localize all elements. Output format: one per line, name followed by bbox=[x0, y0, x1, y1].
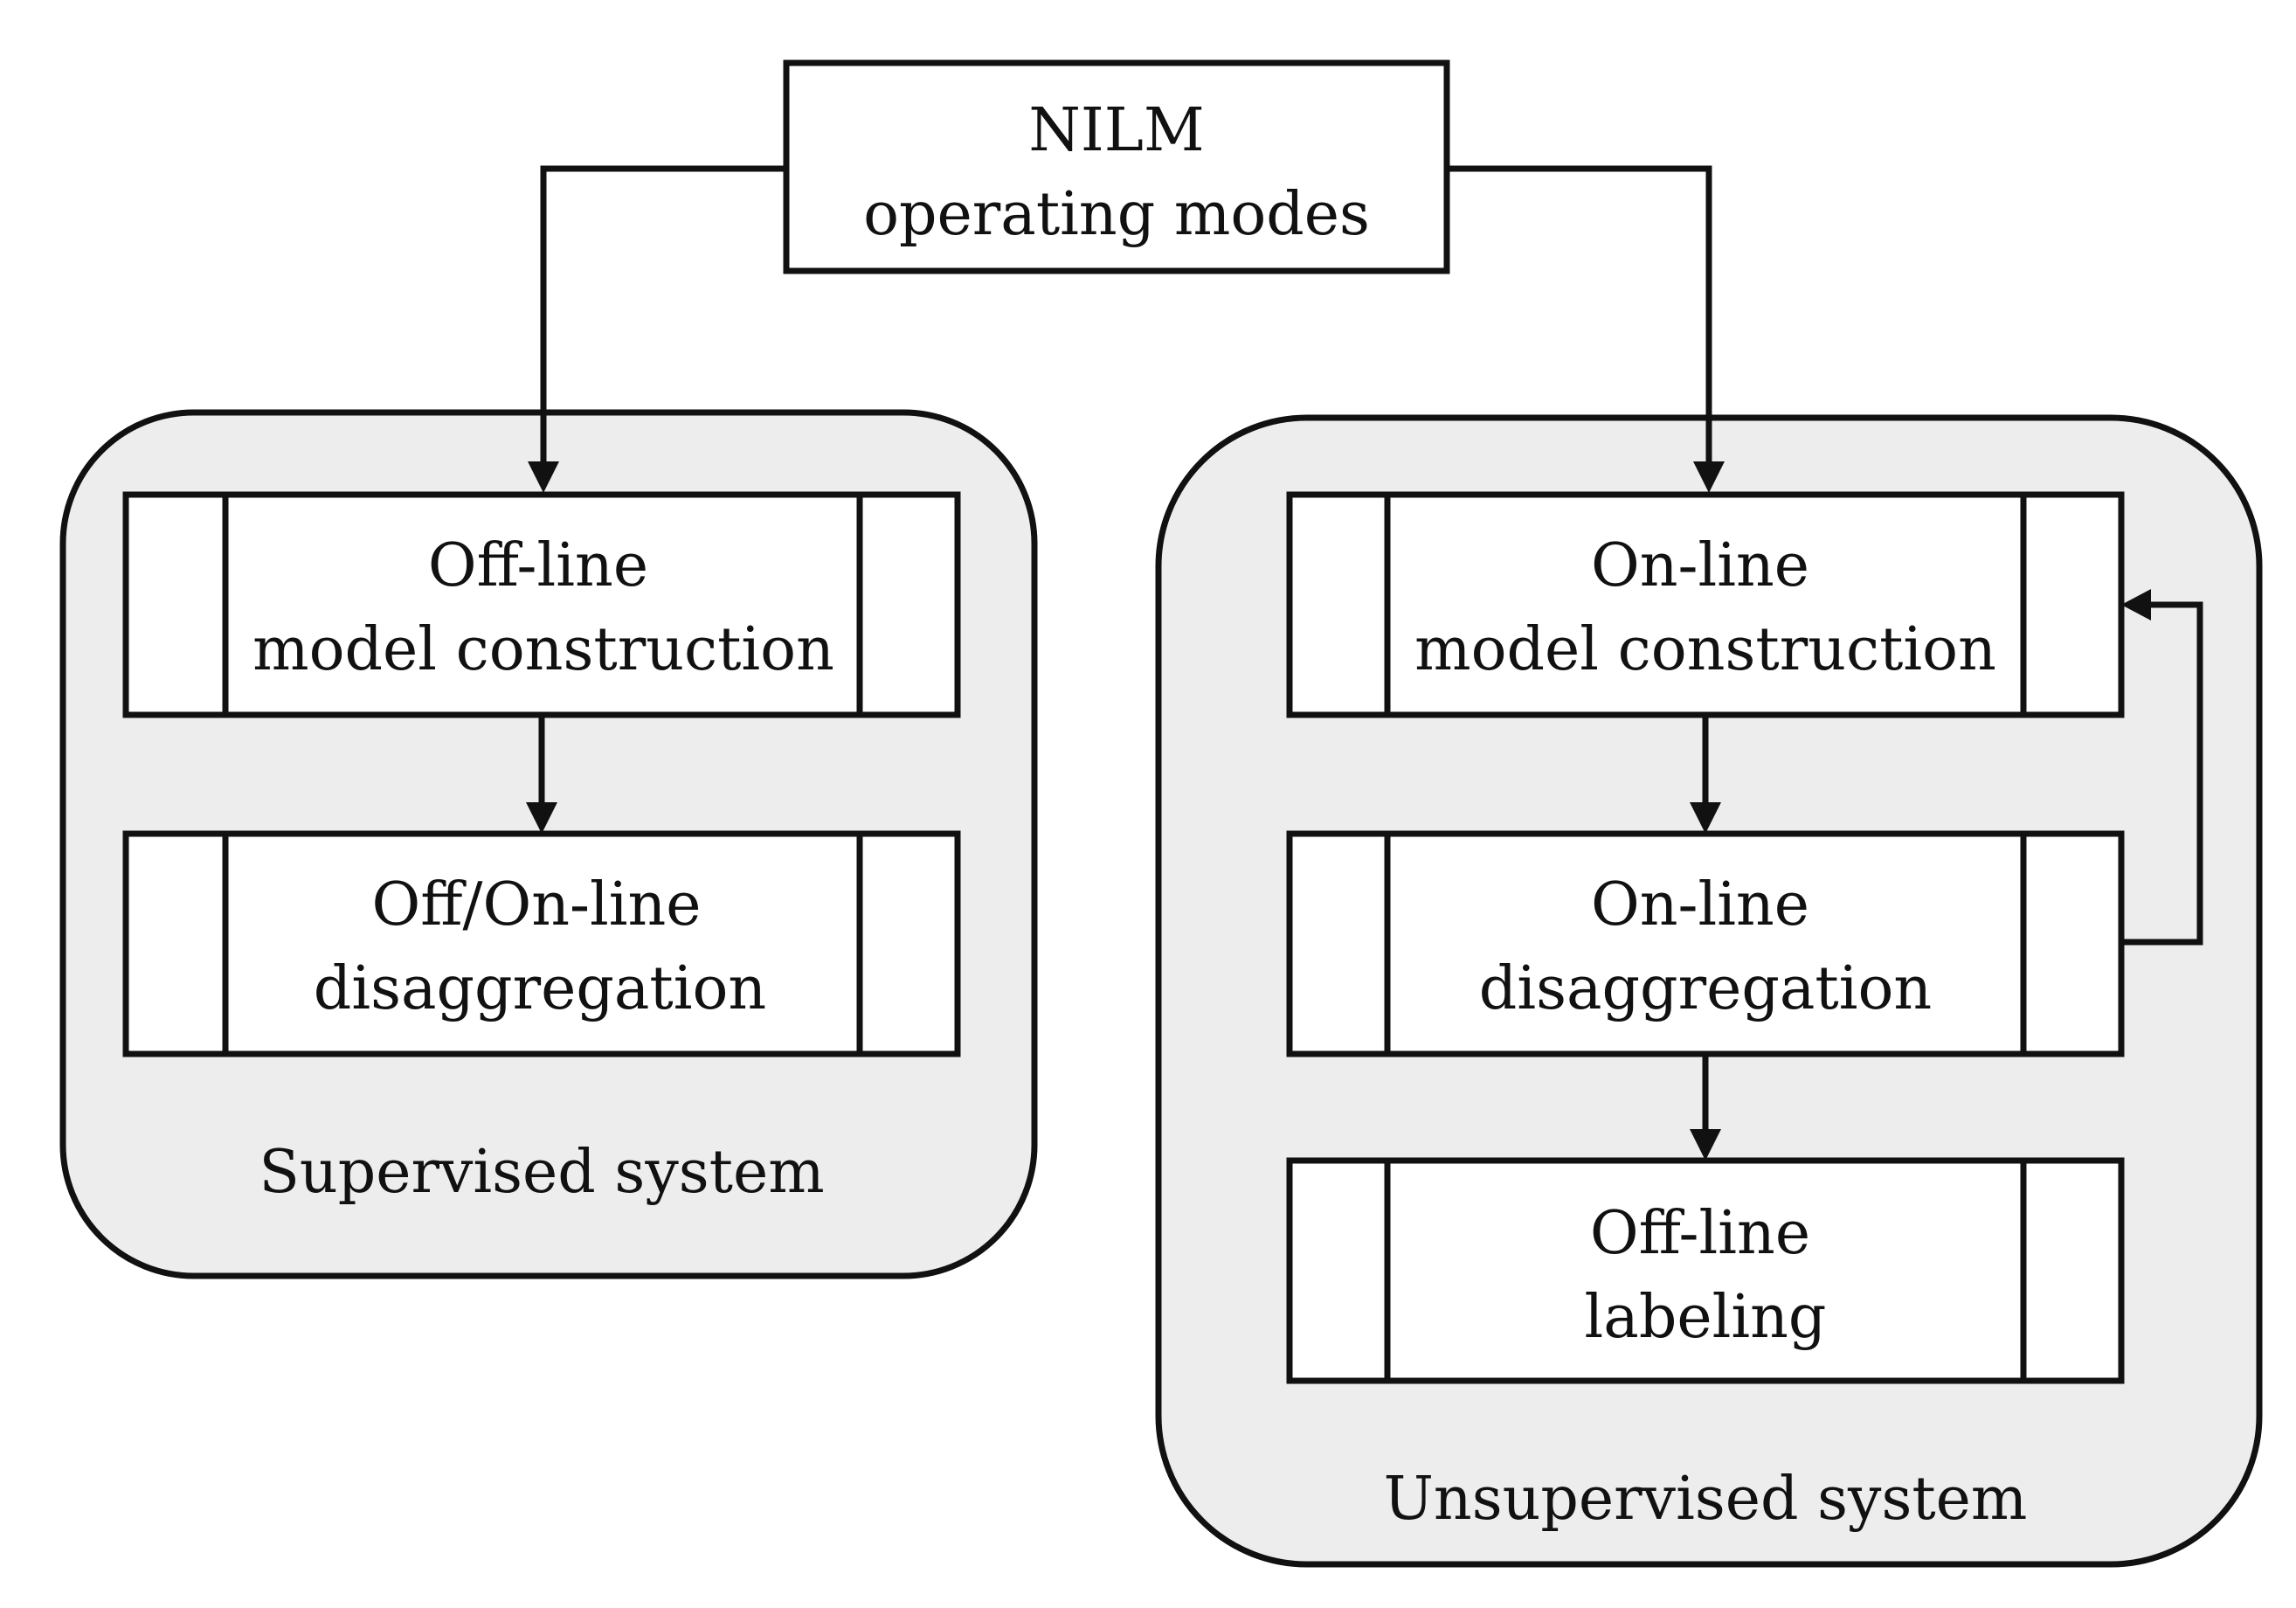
unsupervised-step-disaggregation: On-line disaggregation bbox=[1286, 830, 2125, 1057]
supervised-step-model-construction: Off-line model construction bbox=[122, 491, 961, 718]
root-to-supervised-connector bbox=[540, 165, 786, 461]
root-node-title: NILM bbox=[1028, 96, 1204, 165]
process-box bbox=[122, 830, 961, 1057]
root-to-unsupervised-arrowhead bbox=[1693, 461, 1725, 493]
supervised-step1-to-step2-arrowhead bbox=[526, 802, 557, 834]
process-line1: Off-line bbox=[1590, 1199, 1810, 1268]
process-line1: Off-line bbox=[428, 531, 648, 600]
unsupervised-feedback-connector bbox=[2121, 601, 2203, 946]
unsupervised-system-label: Unsupervised system bbox=[1384, 1465, 2028, 1534]
process-box bbox=[1286, 1157, 2125, 1384]
unsupervised-step-labeling: Off-line labeling bbox=[1286, 1157, 2125, 1384]
supervised-system-label: Supervised system bbox=[259, 1138, 824, 1207]
root-to-unsupervised-connector bbox=[1447, 165, 1712, 461]
root-node-box bbox=[783, 59, 1450, 274]
process-line1: On-line bbox=[1591, 531, 1809, 600]
root-node: NILM operating modes bbox=[783, 59, 1450, 274]
unsupervised-feedback-arrowhead bbox=[2121, 589, 2151, 620]
process-line2: model construction bbox=[1414, 615, 1996, 684]
process-line1: Off/On-line bbox=[371, 870, 701, 939]
process-box bbox=[122, 491, 961, 718]
process-line2: model construction bbox=[252, 615, 834, 684]
process-line2: disaggregation bbox=[314, 954, 766, 1023]
process-line2: disaggregation bbox=[1479, 954, 1932, 1023]
unsupervised-step-model-construction: On-line model construction bbox=[1286, 491, 2125, 718]
unsupervised-step2-to-step3-arrowhead bbox=[1690, 1129, 1721, 1161]
process-line2: labeling bbox=[1585, 1283, 1827, 1352]
root-node-subtitle: operating modes bbox=[863, 180, 1370, 249]
root-to-supervised-arrowhead bbox=[528, 461, 559, 493]
supervised-step-disaggregation: Off/On-line disaggregation bbox=[122, 830, 961, 1057]
process-line1: On-line bbox=[1591, 870, 1809, 939]
unsupervised-step1-to-step2-arrowhead bbox=[1690, 802, 1721, 834]
